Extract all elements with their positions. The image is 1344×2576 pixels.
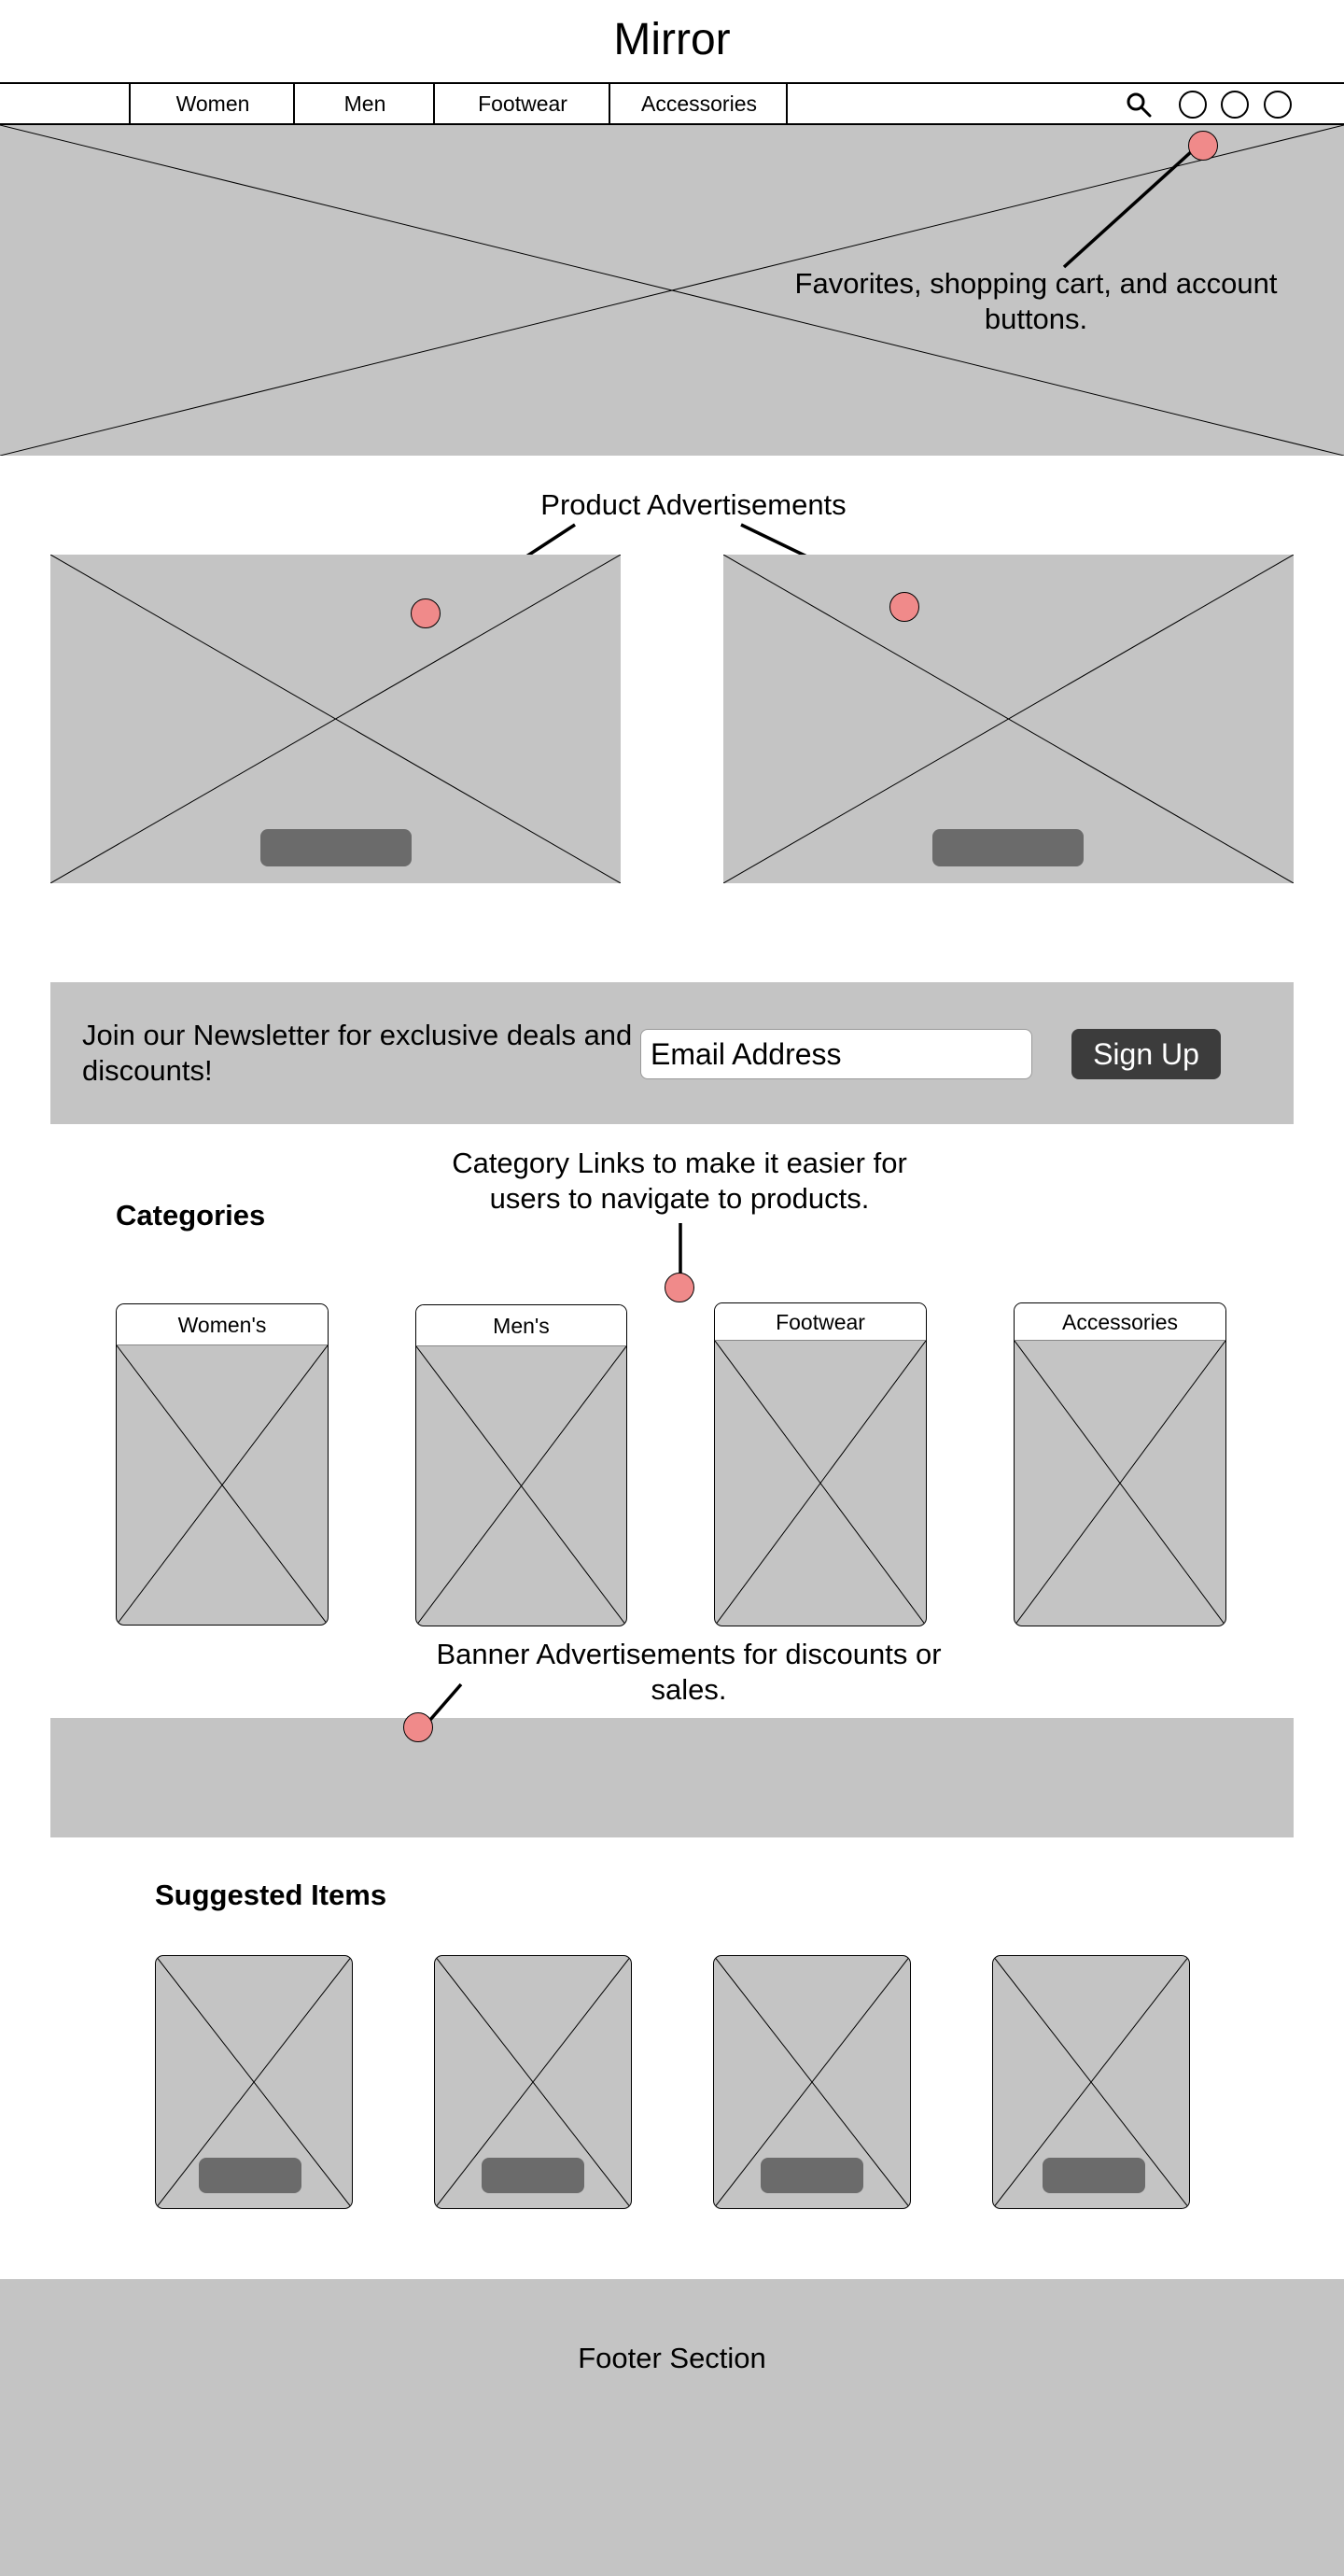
suggested-item-1[interactable] xyxy=(155,1955,353,2209)
category-image xyxy=(715,1341,926,1626)
annotation-connector xyxy=(679,1223,682,1275)
suggested-item-3-button[interactable] xyxy=(761,2158,863,2193)
category-label: Accessories xyxy=(1015,1303,1225,1341)
suggested-item-1-button[interactable] xyxy=(199,2158,301,2193)
nav-link-footwear[interactable]: Footwear xyxy=(433,84,610,123)
search-icon[interactable] xyxy=(1126,91,1152,118)
main-nav: Women Men Footwear Accessories xyxy=(0,82,1344,125)
category-card-mens[interactable]: Men's xyxy=(415,1304,627,1626)
newsletter-text: Join our Newsletter for exclusive deals … xyxy=(82,1019,633,1087)
cart-icon[interactable] xyxy=(1220,90,1250,120)
categories-heading: Categories xyxy=(116,1199,266,1232)
annotation-dot xyxy=(1188,131,1218,161)
category-label: Men's xyxy=(416,1305,626,1346)
category-label: Footwear xyxy=(715,1303,926,1341)
favorites-icon[interactable] xyxy=(1178,90,1208,120)
email-input[interactable] xyxy=(640,1029,1032,1079)
category-label: Women's xyxy=(117,1304,328,1345)
banner-ad-placeholder[interactable] xyxy=(50,1718,1294,1837)
annotation-product-ads: Product Advertisements xyxy=(540,488,847,521)
annotation-header-buttons: Favorites, shopping cart, and account bu… xyxy=(794,267,1278,335)
nav-link-accessories[interactable]: Accessories xyxy=(609,84,788,123)
annotation-dot xyxy=(403,1712,433,1742)
signup-button[interactable]: Sign Up xyxy=(1071,1029,1221,1079)
product-ad-2-button[interactable] xyxy=(932,829,1084,866)
nav-link-women[interactable]: Women xyxy=(129,84,295,123)
category-card-footwear[interactable]: Footwear xyxy=(714,1302,927,1626)
annotation-category-links: Category Links to make it easier for use… xyxy=(452,1147,907,1215)
category-card-womens[interactable]: Women's xyxy=(116,1303,329,1626)
suggested-items-heading: Suggested Items xyxy=(155,1879,387,1911)
category-image xyxy=(416,1346,626,1626)
product-ad-1-button[interactable] xyxy=(260,829,412,866)
product-ad-1[interactable] xyxy=(50,555,621,883)
hero-image-placeholder[interactable] xyxy=(0,125,1344,456)
annotation-dot xyxy=(411,598,441,628)
newsletter-section: Join our Newsletter for exclusive deals … xyxy=(50,982,1294,1124)
annotation-banner-ads: Banner Advertisements for discounts or s… xyxy=(436,1638,942,1706)
site-logo[interactable]: Mirror xyxy=(613,15,731,64)
footer-text: Footer Section xyxy=(578,2342,766,2374)
account-icon[interactable] xyxy=(1263,90,1293,120)
suggested-item-2[interactable] xyxy=(434,1955,632,2209)
suggested-item-3[interactable] xyxy=(713,1955,911,2209)
nav-divider xyxy=(786,84,788,123)
annotation-connector xyxy=(1062,140,1204,269)
suggested-item-4[interactable] xyxy=(992,1955,1190,2209)
category-image xyxy=(117,1345,328,1625)
product-ad-2[interactable] xyxy=(723,555,1294,883)
annotation-dot xyxy=(665,1273,694,1302)
suggested-item-4-button[interactable] xyxy=(1043,2158,1145,2193)
annotation-dot xyxy=(889,592,919,622)
category-image xyxy=(1015,1341,1225,1626)
suggested-item-2-button[interactable] xyxy=(482,2158,584,2193)
footer: Footer Section xyxy=(0,2279,1344,2576)
category-card-accessories[interactable]: Accessories xyxy=(1014,1302,1226,1626)
nav-link-men[interactable]: Men xyxy=(293,84,435,123)
